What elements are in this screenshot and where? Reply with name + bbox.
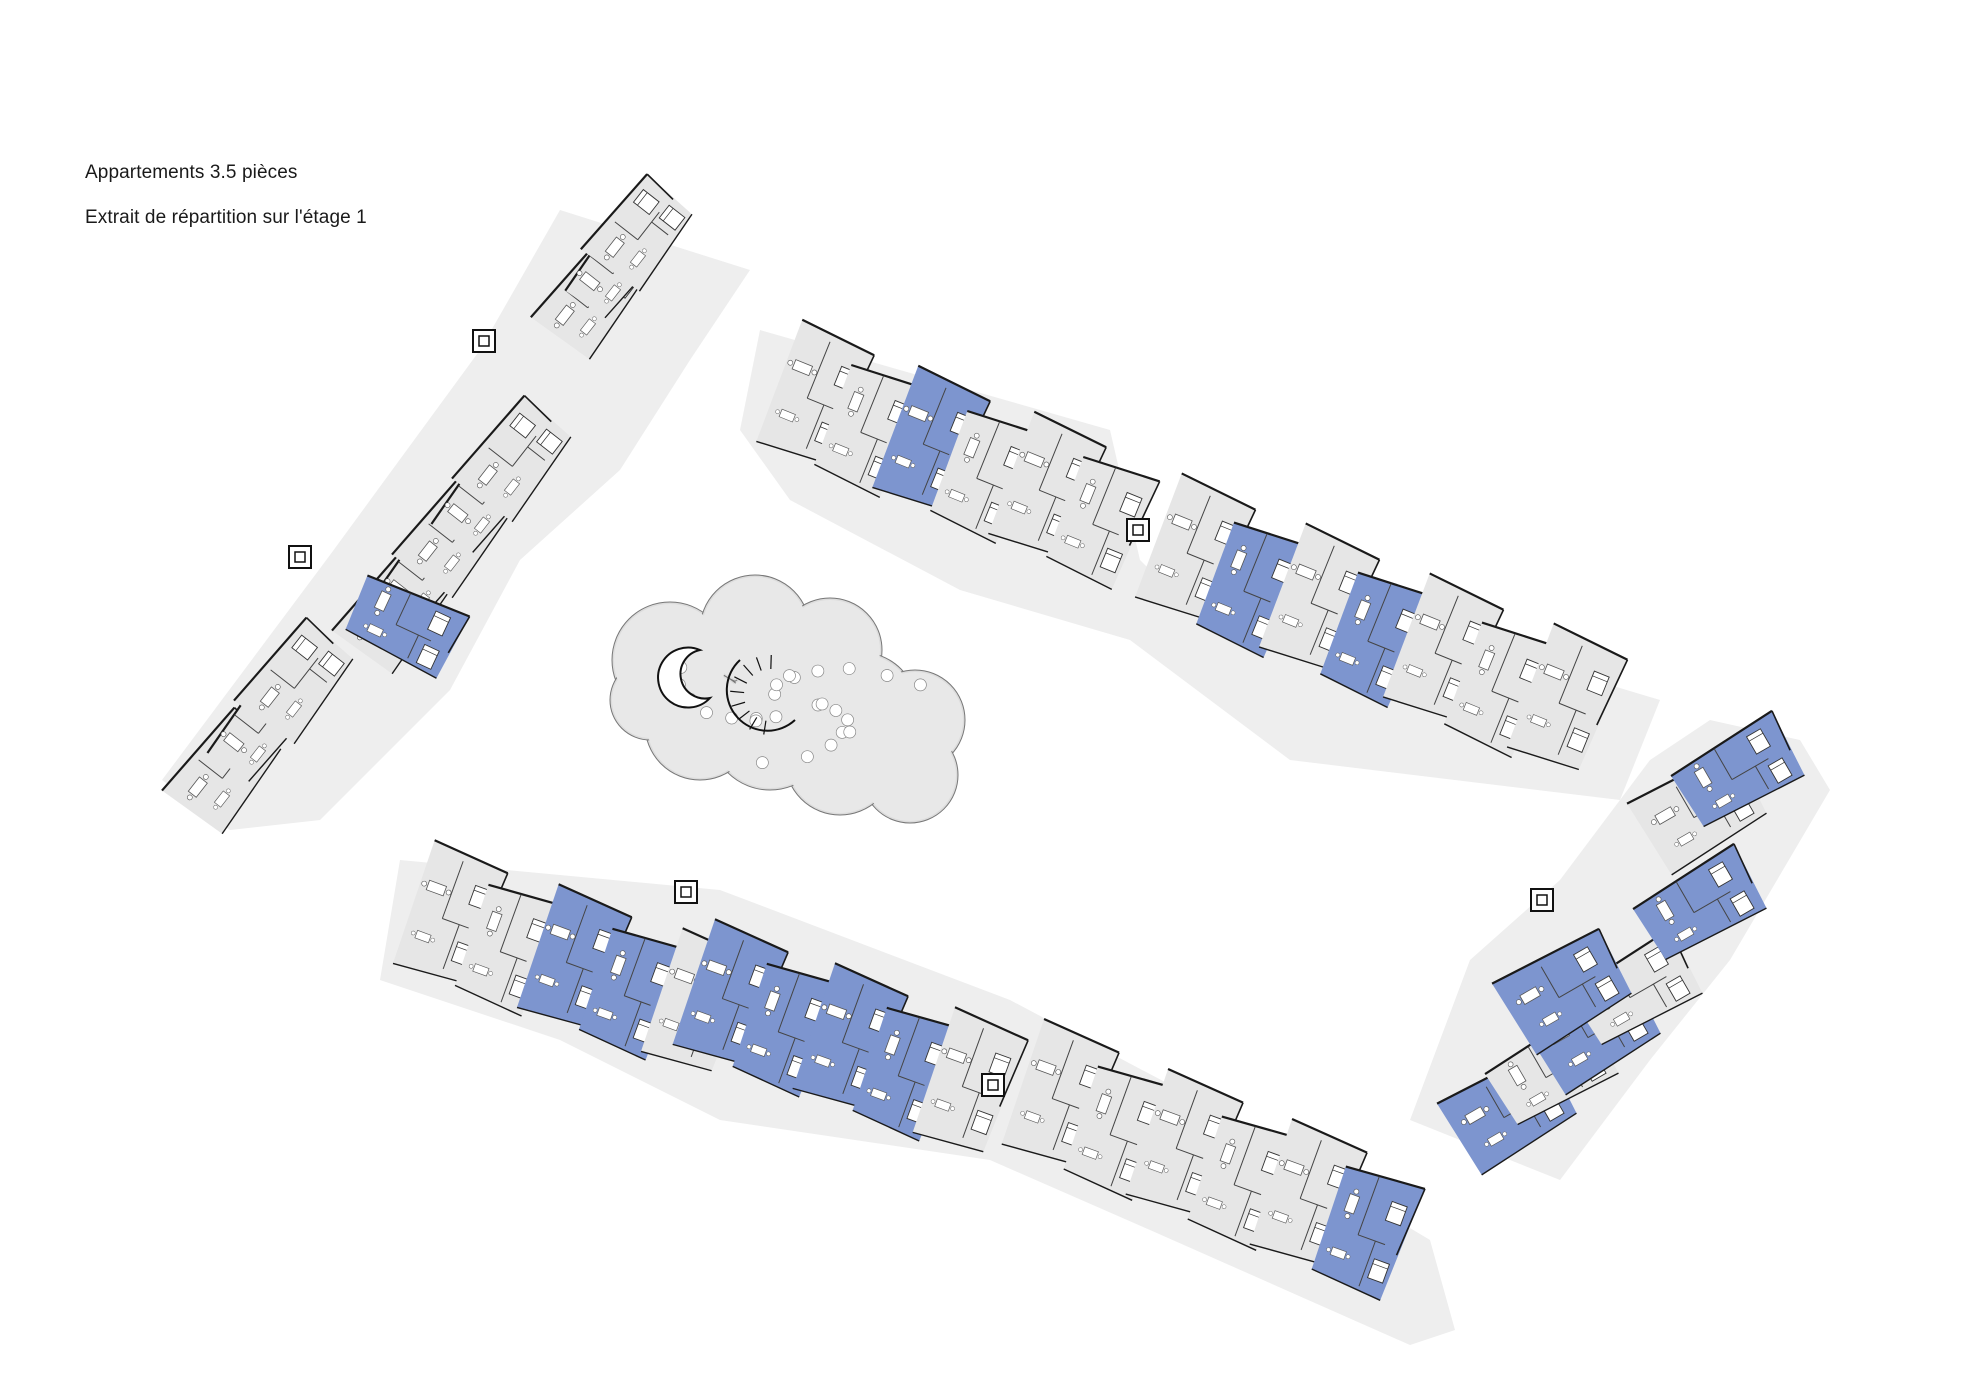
apartment-3-5-rooms bbox=[1670, 709, 1805, 828]
apartment bbox=[451, 394, 572, 523]
north-east-wing bbox=[740, 318, 1660, 800]
apartment bbox=[1134, 472, 1257, 621]
apartment bbox=[1001, 1017, 1120, 1165]
apartment-3-5-rooms bbox=[792, 962, 909, 1109]
south-wing bbox=[380, 839, 1455, 1345]
drawing-title: Appartements 3.5 pièces bbox=[85, 162, 298, 183]
apartment-3-5-rooms bbox=[872, 364, 991, 510]
apartment-3-5-rooms bbox=[1632, 842, 1767, 961]
apartment-3-5-rooms bbox=[1311, 1165, 1426, 1301]
apartment bbox=[580, 173, 693, 292]
apartment-3-5-rooms bbox=[345, 574, 471, 679]
stair-core bbox=[981, 1073, 1005, 1097]
apartment bbox=[1258, 522, 1381, 671]
apartment bbox=[233, 616, 354, 745]
north-west-wing bbox=[161, 173, 750, 835]
stair-core bbox=[1126, 518, 1150, 542]
drawing-subtitle: Extrait de répartition sur l'étage 1 bbox=[85, 207, 367, 228]
stair-core bbox=[288, 545, 312, 569]
central-pavilion bbox=[609, 574, 966, 824]
east-wing bbox=[1410, 709, 1830, 1180]
apartment-3-5-rooms bbox=[1491, 927, 1632, 1056]
stair-cores bbox=[288, 329, 1554, 1097]
apartment bbox=[1506, 622, 1629, 771]
apartment bbox=[1046, 455, 1161, 590]
apartment-3-5-rooms bbox=[516, 883, 633, 1028]
apartment bbox=[756, 318, 875, 464]
apartment bbox=[1249, 1117, 1368, 1265]
stair-core bbox=[472, 329, 496, 353]
stair-core bbox=[1530, 888, 1554, 912]
stair-core bbox=[674, 880, 698, 904]
